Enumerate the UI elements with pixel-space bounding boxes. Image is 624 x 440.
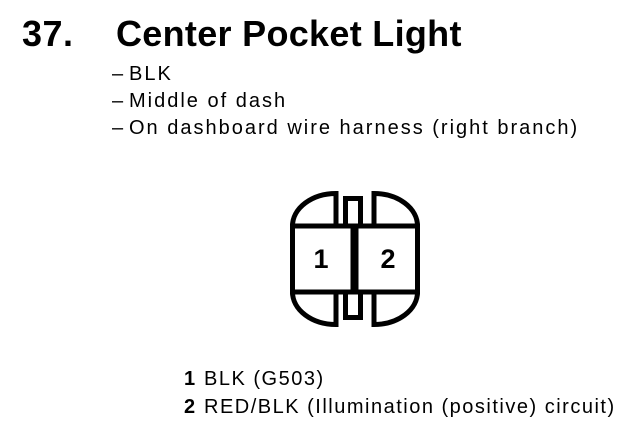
page-title: Center Pocket Light xyxy=(116,13,462,54)
connector-ear-top-right xyxy=(371,190,421,229)
pin-legend-row: 1 BLK (G503) xyxy=(184,365,616,393)
note-item: – On dashboard wire harness (right branc… xyxy=(112,115,579,142)
notes-list: – BLK – Middle of dash – On dashboard wi… xyxy=(112,61,579,142)
section-number: 37. xyxy=(22,13,74,54)
pin-number: 2 xyxy=(184,396,197,418)
cavity-2-label: 2 xyxy=(380,244,395,274)
pin-description: RED/BLK (Illumination (positive) circuit… xyxy=(204,396,616,418)
note-item: – Middle of dash xyxy=(112,88,579,115)
pin-description: BLK (G503) xyxy=(204,368,325,390)
note-item: – BLK xyxy=(112,61,579,88)
connector-ear-top-left xyxy=(289,190,339,229)
note-text: BLK xyxy=(129,63,173,85)
note-text: On dashboard wire harness (right branch) xyxy=(129,117,580,139)
connector-ear-bottom-right xyxy=(371,289,421,328)
dash-marker: – xyxy=(112,117,126,139)
note-text: Middle of dash xyxy=(129,90,288,112)
connector-center-divider xyxy=(350,226,359,292)
pin-number: 1 xyxy=(184,368,197,390)
connector-diagram: 1 2 xyxy=(289,190,421,328)
pin-legend-row: 2 RED/BLK (Illumination (positive) circu… xyxy=(184,393,616,421)
cavity-1-label: 1 xyxy=(313,244,328,274)
pin-legend: 1 BLK (G503) 2 RED/BLK (Illumination (po… xyxy=(184,365,616,421)
connector-ear-bottom-left xyxy=(289,289,339,328)
dash-marker: – xyxy=(112,63,126,85)
dash-marker: – xyxy=(112,90,126,112)
